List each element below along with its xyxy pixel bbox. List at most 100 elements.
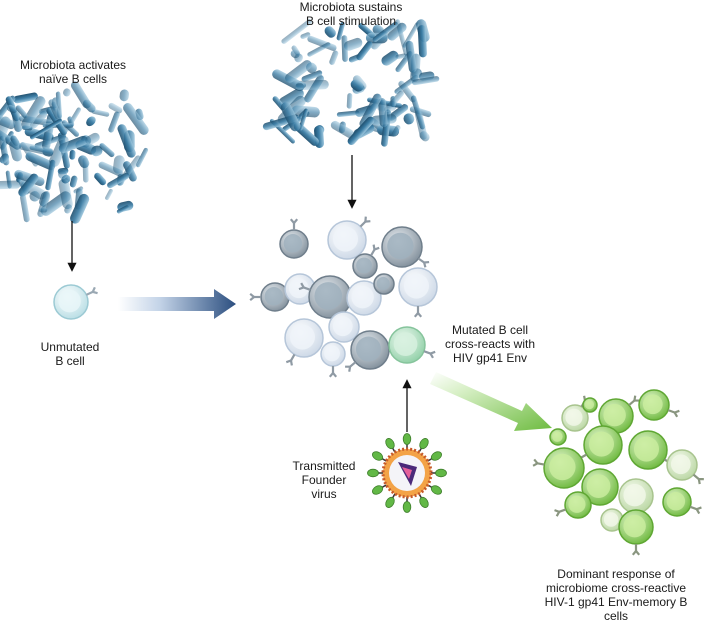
bacterium-rod [108,111,120,133]
bacterium-rod [69,175,78,188]
bacterium-rod [135,147,149,168]
bcr-arms [289,218,299,225]
bacterium-rod [387,22,407,41]
bacterium-rod [20,194,30,223]
virus-rna [402,467,412,479]
bacterium-rod [99,143,115,158]
virus-spike [385,496,395,508]
bacterium-rod [6,104,18,114]
cell-nucleus [403,273,430,299]
bacterium-rod [70,193,90,224]
bacterium-rod [90,145,103,157]
bcr-arms [633,395,640,402]
cell-nucleus [58,289,81,313]
bacterium-rod [113,155,125,174]
cell-nucleus [623,483,646,507]
bacterium-rod [350,79,364,92]
virus-spike [430,485,442,495]
memory-b-cell [554,491,592,519]
bacterium-rod [69,149,76,160]
bcr-arms [428,350,436,359]
virus-spike [372,485,384,495]
cell-nucleus [283,234,303,253]
bacterium-rod [412,76,440,86]
virus-spike [402,501,412,513]
memory-b-cell [549,428,567,446]
bcr-arms [413,311,423,318]
bacterium-rod [284,60,312,83]
bacterium-rod [280,102,301,132]
bacterium-rod [0,180,21,190]
bacterium-rod [298,108,309,131]
bacterium-rod [9,139,23,162]
bacteria-left-image [0,81,149,224]
bacterium-rod [347,116,375,146]
bcr-arms [298,282,306,291]
bacterium-rod [116,205,129,214]
memory-b-cell [532,447,585,489]
virus-spike [430,451,442,461]
flow-arrow-blue [118,289,236,319]
bcr-arms [249,292,256,302]
bacterium-rod [391,125,401,137]
cell-nucleus [565,408,583,426]
cell-nucleus [552,431,563,442]
virus-spike [419,438,429,450]
naive-b-cell [53,284,98,320]
memory-b-cell [628,430,676,470]
bacterium-rod [123,103,149,135]
cell-nucleus [603,403,626,427]
bcr-arms [372,244,380,252]
label-transmitted: Transmitted Founder virus [292,459,356,501]
bacterium-rod [45,159,56,191]
bcr-arms [631,549,641,556]
bacterium-rod [58,170,68,180]
cell-nucleus [584,400,595,410]
bacterium-rod [82,99,96,113]
b-cell [346,280,382,316]
cell-nucleus [568,495,586,513]
bacterium-rod [13,92,38,104]
cell-nucleus [387,232,414,260]
b-cell [398,267,438,318]
stimulated-b-cell-cluster [249,216,438,378]
bacterium-rod [346,93,353,109]
bcr-arms [697,478,704,485]
memory-b-cell [575,468,619,509]
cell-nucleus [588,431,615,457]
virus-spike [367,468,379,478]
cell-nucleus [586,474,611,498]
cell-nucleus [356,257,372,274]
bacterium-rod [119,89,129,102]
virus-spike [419,496,429,508]
bacterium-rod [405,40,417,73]
bacterium-rod [58,178,73,210]
bacterium-rod [307,35,337,52]
bcr-arms [532,458,540,467]
bacterium-rod [336,21,345,41]
bacterium-rod [296,79,329,91]
cell-nucleus [324,345,340,362]
bacterium-rod [329,50,339,65]
bacterium-rod [390,95,396,108]
cell-nucleus [642,394,663,415]
bacterium-rod [410,95,426,130]
memory-b-cell [638,389,680,421]
bacterium-rod [78,155,90,169]
virus-spike [435,468,447,478]
bcr-arms [91,286,98,295]
label-microbiota-sustains: Microbiota sustains B cell stimulation [299,0,403,28]
memory-b-cell [561,395,591,432]
cell-nucleus [355,336,382,362]
b-cell [320,341,346,378]
bacterium-rod [301,70,323,82]
b-cell [327,216,371,260]
bacterium-rod [48,99,62,120]
bacterium-rod [403,113,415,125]
cell-nucleus [314,282,343,310]
bacterium-rod [15,105,28,119]
bacterium-rod [324,26,336,38]
bacterium-rod [0,153,10,164]
bacterium-rod [343,37,363,51]
bacterium-rod [300,32,311,39]
